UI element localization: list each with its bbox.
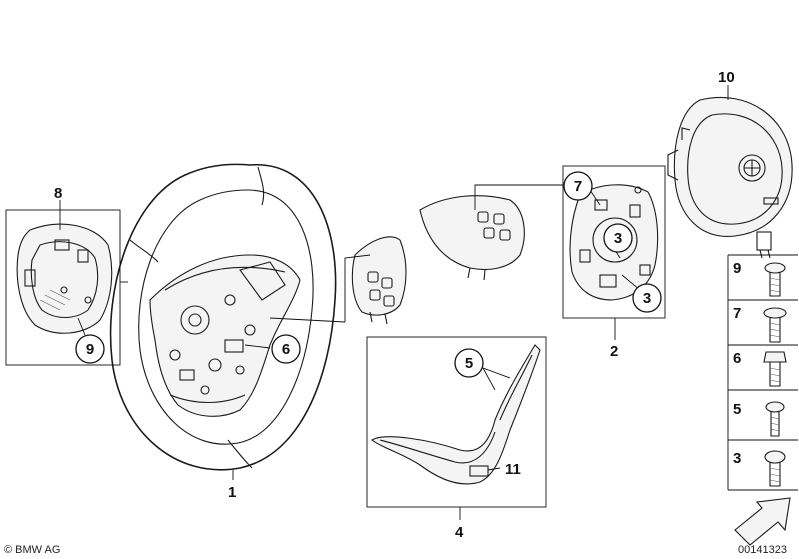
fastener-legend bbox=[727, 254, 798, 491]
callout-2: 2 bbox=[610, 343, 618, 360]
right-switch-cluster[interactable] bbox=[419, 195, 525, 281]
svg-text:3: 3 bbox=[643, 290, 651, 307]
legend-label-7: 7 bbox=[733, 305, 741, 322]
callout-3b-circle: 3 bbox=[632, 283, 662, 313]
legend-label-5: 5 bbox=[733, 401, 741, 418]
airbag-module-part-10[interactable] bbox=[667, 96, 793, 259]
drawing-number: 00141323 bbox=[738, 544, 787, 556]
legend-label-6: 6 bbox=[733, 350, 741, 367]
callout-3a-circle: 3 bbox=[603, 223, 633, 253]
screw-5[interactable] bbox=[765, 401, 785, 437]
legend-label-3: 3 bbox=[733, 450, 741, 467]
screw-6[interactable] bbox=[763, 351, 787, 387]
screw-9[interactable] bbox=[764, 262, 786, 297]
callout-10: 10 bbox=[718, 69, 735, 86]
svg-text:9: 9 bbox=[86, 341, 94, 358]
direction-arrow-icon bbox=[734, 497, 791, 546]
left-switch-cluster[interactable] bbox=[351, 236, 407, 325]
callout-5-circle: 5 bbox=[454, 348, 484, 378]
svg-text:7: 7 bbox=[574, 178, 582, 195]
svg-text:5: 5 bbox=[465, 355, 473, 372]
svg-text:3: 3 bbox=[614, 230, 622, 247]
frame-part-2 bbox=[562, 165, 666, 319]
legend-label-9: 9 bbox=[733, 260, 741, 277]
leader-lines bbox=[59, 85, 729, 520]
copyright-text: © BMW AG bbox=[4, 544, 60, 556]
steering-wheel[interactable] bbox=[109, 163, 337, 471]
screw-7[interactable] bbox=[763, 307, 787, 343]
callout-11: 11 bbox=[505, 461, 521, 478]
callout-7-circle: 7 bbox=[563, 171, 593, 201]
callout-6-circle: 6 bbox=[271, 334, 301, 364]
frame-part-8 bbox=[5, 209, 121, 366]
rear-cover-part-8[interactable] bbox=[16, 223, 113, 334]
callout-9-circle: 9 bbox=[75, 334, 105, 364]
callout-4: 4 bbox=[455, 524, 464, 541]
callout-8: 8 bbox=[54, 185, 62, 202]
svg-text:6: 6 bbox=[282, 341, 290, 358]
lower-trim-part-4[interactable] bbox=[371, 344, 541, 485]
callout-1: 1 bbox=[228, 484, 236, 501]
screw-3[interactable] bbox=[764, 450, 786, 487]
frame-part-4 bbox=[366, 336, 547, 508]
